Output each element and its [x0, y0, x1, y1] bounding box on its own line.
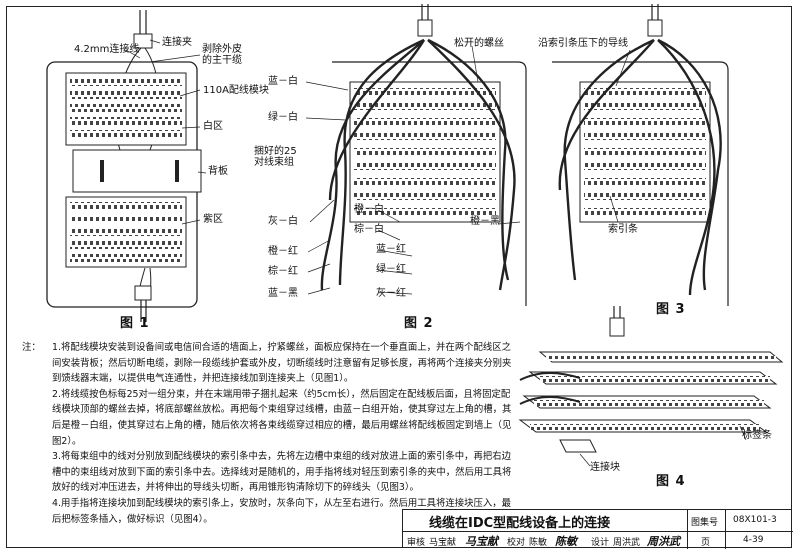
designer-name: 周洪武	[613, 538, 641, 548]
figure3-drawing	[552, 4, 729, 306]
fig1-label-module: 110A配线模块	[203, 85, 269, 96]
notes: 注： 1.将配线模块安装到设备间或电信间合适的墙面上，拧紧螺丝，面板应保持在一个…	[22, 340, 518, 527]
reviewer-signature: 马宝献	[465, 535, 498, 548]
fig2-label-screw: 松开的螺丝	[454, 38, 504, 49]
figure1-caption: 图 1	[120, 316, 150, 331]
fig2-label-gray-red: 灰－红	[376, 288, 406, 299]
check-label: 校对	[507, 538, 526, 548]
fig2-label-brown-white: 棕－白	[354, 224, 384, 235]
fig2-label-brown-red: 棕－红	[268, 266, 298, 277]
backboard	[72, 149, 202, 193]
designer-signature: 周洪武	[647, 535, 680, 548]
connecting-block	[559, 439, 597, 453]
fig2-label-blue-red: 蓝－红	[376, 244, 406, 255]
fig2-label-gray-white: 灰－白	[268, 216, 298, 227]
figure4-caption: 图 4	[656, 474, 686, 489]
fig2-label-orange-white: 橙－白	[354, 204, 384, 215]
fig4-label-block: 连接块	[590, 462, 620, 473]
figure1-drawing	[46, 10, 207, 322]
note-item-2: 2.将线缆按色标每25对一组分束，并在末端用带子捆扎起来（约5cm长），然后固定…	[52, 388, 512, 447]
fig2-label-green-red: 绿－红	[376, 264, 406, 275]
figure2-drawing	[305, 4, 527, 306]
fig2-label-blue-white: 蓝－白	[268, 76, 298, 87]
fig2-label-green-white: 绿－白	[268, 112, 298, 123]
trunk-cable-top	[139, 10, 147, 34]
clip-bottom	[134, 285, 152, 301]
drawing-frame	[6, 6, 792, 548]
atlas-number: 08X101-3	[733, 515, 777, 525]
page-label: 页	[701, 538, 711, 548]
fig2-label-blue-black: 蓝－黑	[268, 288, 298, 299]
fig1-label-stripped: 剥除外皮 的主干缆	[202, 44, 242, 66]
note-item-3: 3.将每束组中的线对分别放到配线模块的索引条中去，先将左边槽中束组的线对放进上面…	[52, 451, 512, 494]
fig1-label-purple-zone: 紫区	[203, 214, 223, 225]
figure2-caption: 图 2	[404, 316, 434, 331]
atlas-label: 图集号	[691, 518, 719, 528]
checker-name: 陈敏	[529, 538, 548, 548]
drawing-title: 线缆在IDC型配线设备上的连接	[429, 516, 611, 531]
clip-top	[133, 33, 153, 49]
fig1-label-white-zone: 白区	[203, 121, 223, 132]
notes-title: 注：	[22, 342, 41, 353]
fig2-label-bundle: 捆好的25 对线束组	[254, 146, 297, 168]
fig3-label-wire-along: 沿索引条压下的导线	[538, 38, 628, 49]
white-zone-module	[65, 72, 187, 146]
design-label: 设计	[591, 538, 610, 548]
page-number: 4-39	[743, 535, 764, 545]
fig1-label-clip: 连接夹	[162, 37, 192, 48]
note-item-4: 4.用手指将连接块加到配线模块的索引条上，安放时，灰条向下，从左至右进行。然后用…	[52, 497, 511, 525]
review-label: 审核	[407, 538, 426, 548]
fig1-label-backboard: 背板	[208, 166, 228, 177]
figure3-caption: 图 3	[656, 302, 686, 317]
figure4-drawing	[518, 306, 784, 467]
title-block: 线缆在IDC型配线设备上的连接 图集号 08X101-3 审核 马宝献 马宝献 …	[402, 509, 793, 549]
fig2-label-orange-black: 橙－黑	[470, 216, 500, 227]
fig3-label-index-strip: 索引条	[608, 224, 638, 235]
reviewer-name: 马宝献	[429, 538, 457, 548]
checker-signature: 陈敏	[555, 535, 577, 548]
fig2-label-orange-red: 橙－红	[268, 246, 298, 257]
note-item-1: 1.将配线模块安装到设备间或电信间合适的墙面上，拧紧螺丝，面板应保持在一个垂直面…	[52, 342, 512, 385]
purple-zone-module	[65, 196, 187, 268]
fig4-label-label-strip: 标签条	[742, 430, 772, 441]
fig1-label-wire: 4.2mm连接线	[74, 44, 140, 55]
